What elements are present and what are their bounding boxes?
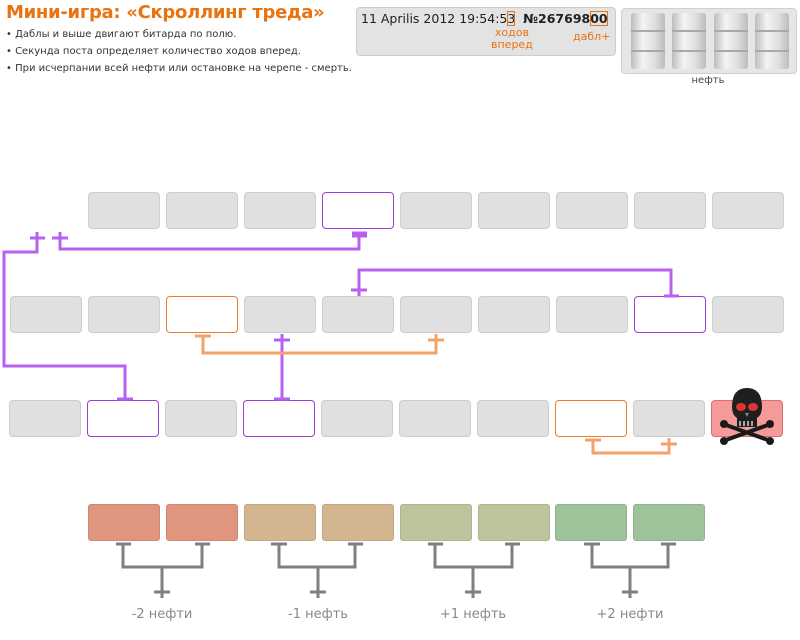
- moves-ahead-text: ходов вперед: [491, 26, 533, 51]
- post-second-digit: 3: [507, 11, 516, 26]
- board-cell: [400, 296, 472, 333]
- board-cell: [88, 296, 160, 333]
- board-cell: [244, 192, 316, 229]
- board-cell: [166, 192, 238, 229]
- oil-change-cell: [322, 504, 394, 541]
- board-cell: [9, 400, 81, 437]
- post-info-panel: 11 Aprilis 2012 19:54:53 №26769800: [356, 7, 616, 56]
- board-cell: [556, 192, 628, 229]
- board-cell: [166, 296, 238, 333]
- board-cell: [478, 192, 550, 229]
- oil-connector: [277, 543, 357, 592]
- oil-barrel-icon: [714, 13, 748, 69]
- moves-ahead-label: ходов вперед: [491, 27, 533, 51]
- path-plus-mark: [30, 232, 45, 244]
- oil-change-label: -2 нефти: [131, 607, 193, 622]
- double-label: дабл+: [573, 30, 611, 43]
- path-plus-mark: [661, 438, 677, 450]
- rule-item: • При исчерпании всей нефти или остановк…: [6, 63, 352, 74]
- board-cell: [87, 400, 159, 437]
- board-cell: [634, 192, 706, 229]
- path-plus-mark: [351, 284, 367, 296]
- path-plus-mark: [274, 334, 290, 346]
- post-number-text: №267698: [523, 11, 591, 26]
- oil-label: нефть: [691, 75, 725, 86]
- board-cell: [555, 400, 627, 437]
- board-cell: [322, 296, 394, 333]
- oil-change-label: +1 нефть: [439, 607, 507, 622]
- purple-path: [357, 268, 673, 296]
- oil-barrel-icon: [631, 13, 665, 69]
- skull-crossbones-icon: [720, 388, 774, 445]
- board-cell: [10, 296, 82, 333]
- post-double-digits: 00: [590, 11, 608, 26]
- board-cell: [712, 192, 784, 229]
- board-cell: [165, 400, 237, 437]
- board-cell: [556, 296, 628, 333]
- board-cell: [321, 400, 393, 437]
- board-cell: [477, 400, 549, 437]
- oil-change-cell: [478, 504, 550, 541]
- path-plus-mark: [52, 232, 68, 244]
- oil-change-cell: [166, 504, 238, 541]
- oil-change-cell: [244, 504, 316, 541]
- rules-list: • Даблы и выше двигают битарда по полю. …: [6, 26, 352, 77]
- oil-barrel-icon: [672, 13, 706, 69]
- post-number: №26769800: [523, 11, 608, 26]
- oil-barrel-icon: [755, 13, 789, 69]
- oil-change-cell: [633, 504, 705, 541]
- oil-change-label: -1 нефть: [288, 607, 348, 622]
- path-anchor-mark: [352, 231, 367, 238]
- board-cell: [399, 400, 471, 437]
- board-cell: [322, 192, 394, 229]
- oil-connector: [590, 543, 670, 592]
- oil-change-cell: [88, 504, 160, 541]
- orange-path: [201, 335, 438, 355]
- page-title: Мини-игра: «Скроллинг треда»: [6, 2, 325, 23]
- board-cell: [244, 296, 316, 333]
- post-date-text: 11 Aprilis 2012 19:54:5: [361, 11, 508, 26]
- oil-change-cell: [555, 504, 627, 541]
- board-cell: [633, 400, 705, 437]
- oil-barrels-panel: [621, 8, 797, 74]
- board-cell: [634, 296, 706, 333]
- oil-arrow-marks: [154, 590, 638, 598]
- board-cell: [88, 192, 160, 229]
- oil-change-cell: [400, 504, 472, 541]
- purple-path: [58, 232, 361, 251]
- board-cell: [400, 192, 472, 229]
- oil-connector: [121, 543, 204, 592]
- rule-item: • Даблы и выше двигают битарда по полю.: [6, 29, 237, 40]
- oil-change-label: +2 нефти: [596, 607, 664, 622]
- board-cell: [712, 296, 784, 333]
- board-cell-skull: [711, 388, 783, 445]
- oil-connector: [433, 543, 514, 592]
- path-plus-mark: [428, 334, 444, 346]
- orange-path: [591, 439, 671, 455]
- post-date: 11 Aprilis 2012 19:54:53: [361, 11, 516, 26]
- board-cell: [243, 400, 315, 437]
- rule-item: • Секунда поста определяет количество хо…: [6, 46, 301, 57]
- board-cell: [478, 296, 550, 333]
